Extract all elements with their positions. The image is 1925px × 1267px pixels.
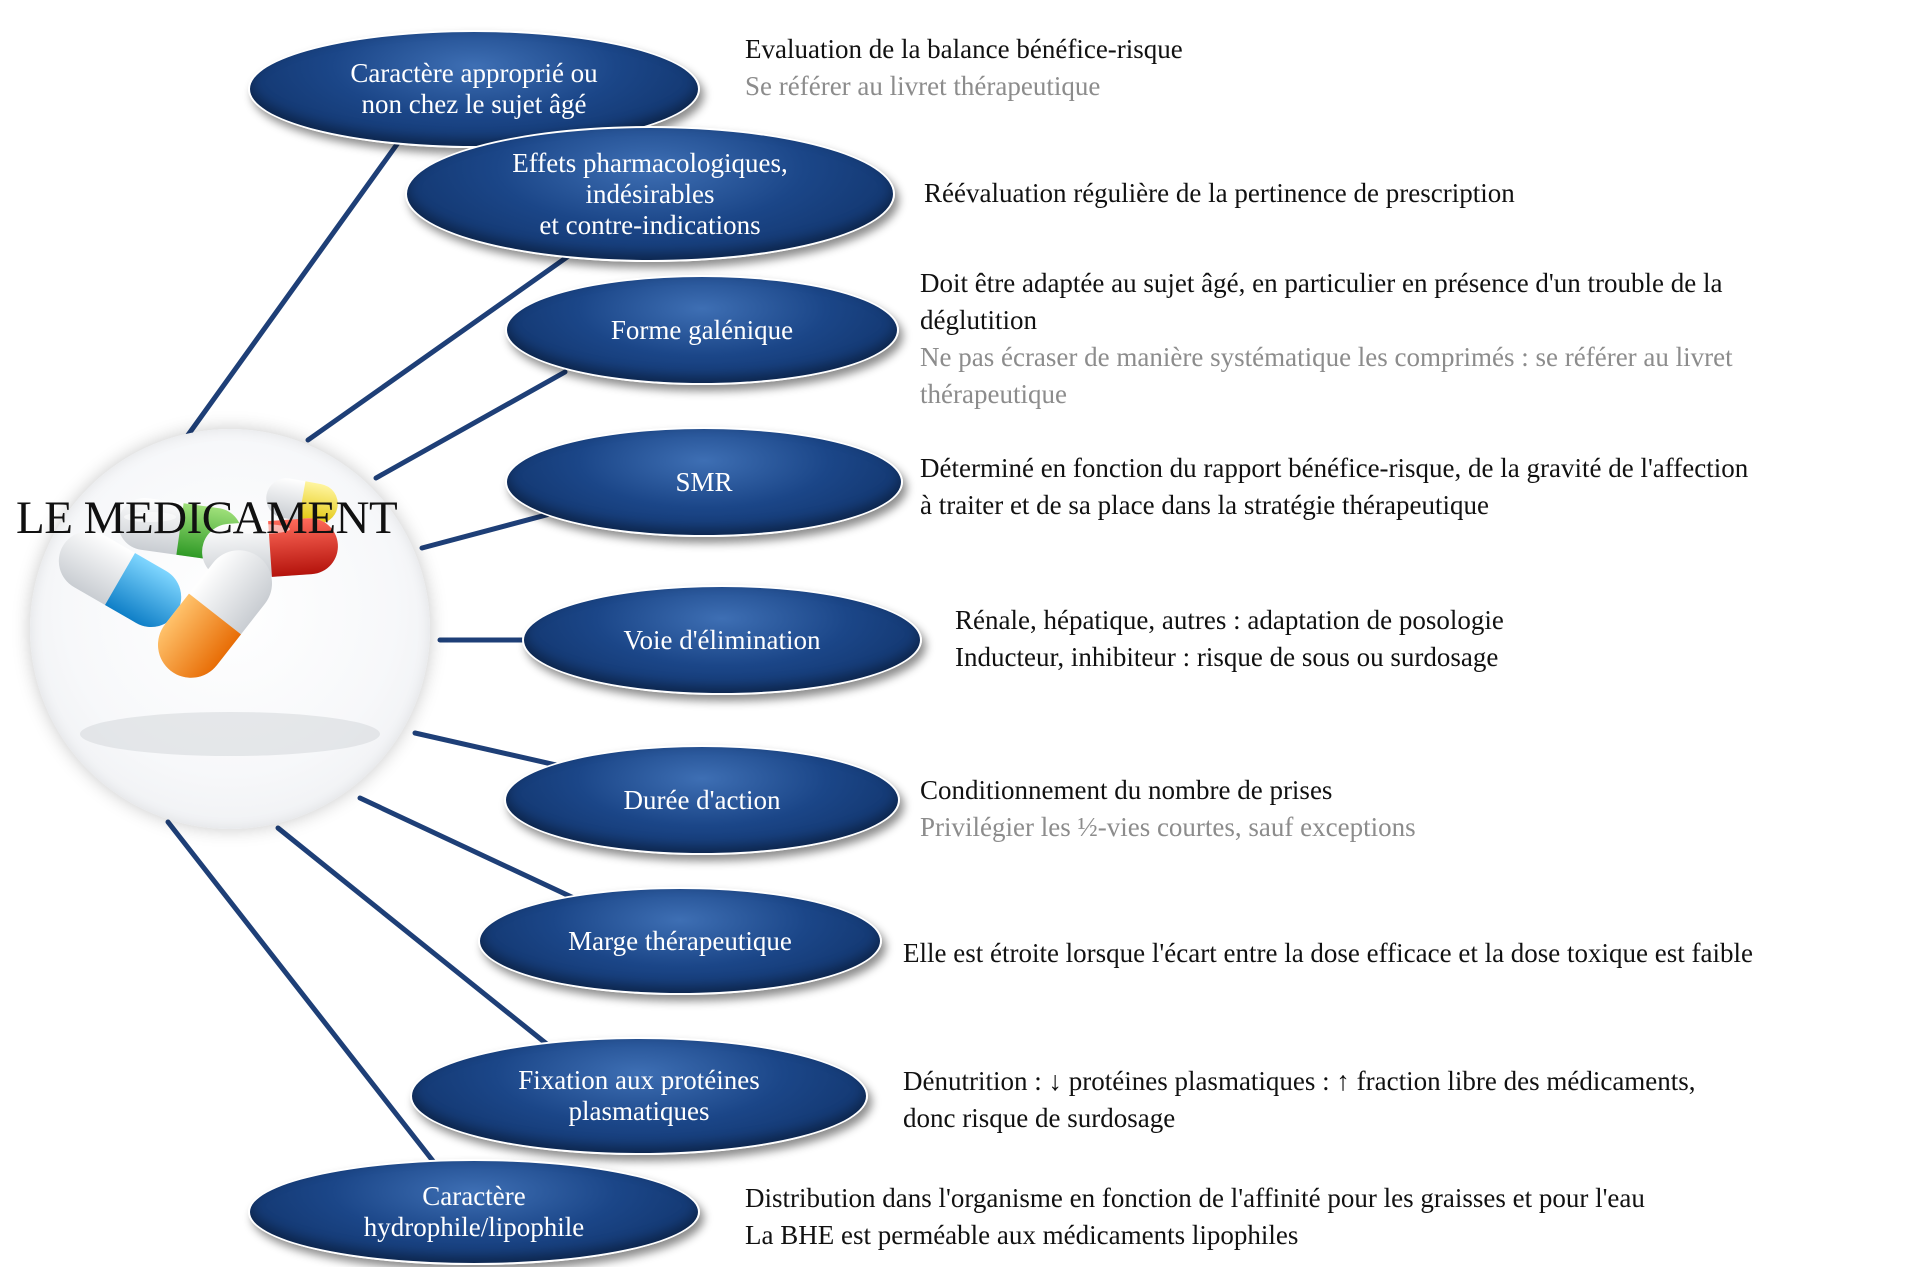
description-line: Rénale, hépatique, autres : adaptation d… bbox=[955, 605, 1504, 635]
description-line: déglutition bbox=[920, 305, 1037, 335]
description-line: Elle est étroite lorsque l'écart entre l… bbox=[903, 938, 1753, 968]
branch-bubble-hydrophile-lipophile: Caractère hydrophile/lipophile bbox=[248, 1159, 700, 1265]
branch-description-marge-therapeutique: Elle est étroite lorsque l'écart entre l… bbox=[903, 935, 1918, 972]
description-line: Doit être adaptée au sujet âgé, en parti… bbox=[920, 268, 1723, 298]
branch-description-hydrophile-lipophile: Distribution dans l'organisme en fonctio… bbox=[745, 1180, 1905, 1254]
branch-bubble-duree-action: Durée d'action bbox=[504, 745, 900, 855]
connector-line bbox=[357, 795, 581, 903]
description-line: Distribution dans l'organisme en fonctio… bbox=[745, 1183, 1645, 1213]
connector-line bbox=[185, 112, 421, 438]
description-line: donc risque de surdosage bbox=[903, 1103, 1176, 1133]
description-line-muted: thérapeutique bbox=[920, 379, 1067, 409]
connector-line bbox=[419, 507, 568, 551]
connector-line bbox=[412, 730, 568, 770]
connector-line bbox=[165, 819, 443, 1173]
branch-description-effets-pharmacologiques: Réévaluation régulière de la pertinence … bbox=[924, 175, 1914, 212]
connector-line bbox=[305, 252, 573, 443]
branch-bubble-forme-galenique: Forme galénique bbox=[505, 275, 899, 385]
branch-bubble-effets-pharmacologiques: Effets pharmacologiques, indésirables et… bbox=[405, 126, 895, 262]
connector-line bbox=[275, 825, 551, 1048]
branch-description-caractere-approprie: Evaluation de la balance bénéfice-risque… bbox=[745, 31, 1895, 105]
branch-description-forme-galenique: Doit être adaptée au sujet âgé, en parti… bbox=[920, 265, 1918, 413]
hub-title: LE MEDICAMENT bbox=[16, 492, 398, 544]
description-line: Inducteur, inhibiteur : risque de sous o… bbox=[955, 642, 1499, 672]
branch-description-duree-action: Conditionnement du nombre de prises Priv… bbox=[920, 772, 1910, 846]
description-line: La BHE est perméable aux médicaments lip… bbox=[745, 1220, 1299, 1250]
branch-description-smr: Déterminé en fonction du rapport bénéfic… bbox=[920, 450, 1918, 524]
description-line-muted: Ne pas écraser de manière systématique l… bbox=[920, 342, 1733, 372]
description-line: Evaluation de la balance bénéfice-risque bbox=[745, 34, 1183, 64]
branch-description-fixation-proteines: Dénutrition : ↓ protéines plasmatiques :… bbox=[903, 1063, 1918, 1137]
description-line-muted: Se référer au livret thérapeutique bbox=[745, 71, 1101, 101]
description-line-muted: Privilégier les ½-vies courtes, sauf exc… bbox=[920, 812, 1416, 842]
branch-description-voie-elimination: Rénale, hépatique, autres : adaptation d… bbox=[955, 602, 1905, 676]
connector-line bbox=[373, 369, 568, 481]
description-line: à traiter et de sa place dans la stratég… bbox=[920, 490, 1489, 520]
branch-bubble-smr: SMR bbox=[505, 427, 903, 537]
branch-bubble-marge-therapeutique: Marge thérapeutique bbox=[478, 887, 882, 995]
description-line: Conditionnement du nombre de prises bbox=[920, 775, 1333, 805]
branch-bubble-voie-elimination: Voie d'élimination bbox=[522, 585, 922, 695]
pills-illustration bbox=[58, 478, 380, 756]
description-line: Déterminé en fonction du rapport bénéfic… bbox=[920, 453, 1749, 483]
branch-bubble-fixation-proteines: Fixation aux protéines plasmatiques bbox=[410, 1037, 868, 1155]
description-line: Dénutrition : ↓ protéines plasmatiques :… bbox=[903, 1066, 1696, 1096]
description-line: Réévaluation régulière de la pertinence … bbox=[924, 178, 1515, 208]
